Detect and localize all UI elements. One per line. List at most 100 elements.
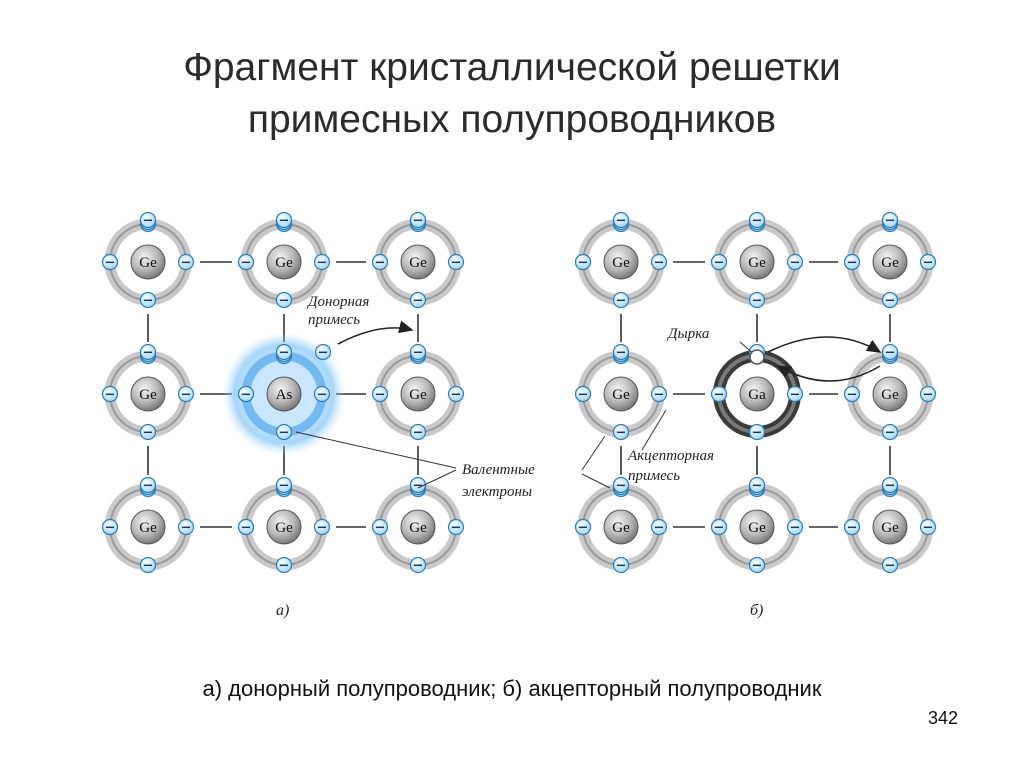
svg-text:−: − <box>413 559 424 574</box>
electron: − <box>313 253 331 271</box>
svg-text:−: − <box>143 559 154 574</box>
electron: − <box>574 253 592 271</box>
electron: − <box>177 385 195 403</box>
svg-text:−: − <box>317 388 328 403</box>
donor-label-line-2: примесь <box>308 312 360 328</box>
electron: − <box>748 476 766 494</box>
electron: − <box>409 291 427 309</box>
ge-atom: Ge−−−−−−− <box>237 476 331 574</box>
atom-symbol: Ge <box>612 255 630 271</box>
svg-text:−: − <box>885 294 896 309</box>
svg-text:−: − <box>654 388 665 403</box>
electron: − <box>409 423 427 441</box>
electron: − <box>612 423 630 441</box>
svg-text:−: − <box>654 521 665 536</box>
electron: − <box>786 253 804 271</box>
hole-arrow-top <box>767 336 882 353</box>
atom-symbol: Ge <box>139 255 157 271</box>
svg-text:−: − <box>279 346 290 361</box>
hole-arrow-bottom <box>776 365 881 382</box>
electron: − <box>237 385 255 403</box>
svg-text:−: − <box>413 426 424 441</box>
electron: − <box>275 476 293 494</box>
ge-atom: Ge−−−−−−− <box>101 211 195 309</box>
ge-atom: Ge−−−−−−− <box>101 476 195 574</box>
acceptor-label-line-1: Акцепторная <box>627 448 714 464</box>
electron: − <box>139 476 157 494</box>
electron: − <box>275 556 293 574</box>
svg-text:−: − <box>143 426 154 441</box>
electron: − <box>710 385 728 403</box>
atom-symbol: Ga <box>748 387 766 403</box>
electron: − <box>919 518 937 536</box>
electron: − <box>275 291 293 309</box>
ge-atom: Ge−−−−−−− <box>710 476 804 574</box>
svg-text:−: − <box>714 521 725 536</box>
electron: − <box>919 253 937 271</box>
svg-text:−: − <box>375 256 386 271</box>
electron: − <box>748 291 766 309</box>
electron: − <box>139 423 157 441</box>
svg-text:−: − <box>375 388 386 403</box>
svg-text:−: − <box>714 388 725 403</box>
electron: − <box>881 291 899 309</box>
atom-symbol: Ge <box>275 520 293 536</box>
svg-text:−: − <box>413 214 424 229</box>
svg-text:−: − <box>885 214 896 229</box>
electron: − <box>313 518 331 536</box>
svg-text:−: − <box>143 346 154 361</box>
electron: − <box>710 253 728 271</box>
svg-text:−: − <box>279 214 290 229</box>
electron: − <box>237 253 255 271</box>
svg-text:−: − <box>317 256 328 271</box>
electron: − <box>139 343 157 361</box>
atom-symbol: Ge <box>881 520 899 536</box>
atom-symbol: Ge <box>409 520 427 536</box>
electron: − <box>612 556 630 574</box>
panel-b-label: б) <box>750 602 763 619</box>
electron: − <box>237 518 255 536</box>
valence-label-line-1: Валентные <box>462 462 535 478</box>
ge-atom: Ge−−−−−−− <box>371 476 465 574</box>
svg-text:−: − <box>923 521 934 536</box>
ge-atom: Ge−−−−−−− <box>843 343 937 441</box>
svg-text:−: − <box>885 426 896 441</box>
svg-text:−: − <box>752 214 763 229</box>
pointer-line <box>581 473 611 489</box>
svg-text:−: − <box>317 521 328 536</box>
electron: − <box>612 476 630 494</box>
electron: − <box>574 518 592 536</box>
electron: − <box>786 518 804 536</box>
electron: − <box>574 385 592 403</box>
atom-symbol: Ge <box>139 387 157 403</box>
electron: − <box>314 343 332 361</box>
hole-marker <box>749 349 765 365</box>
pointer-line <box>641 409 667 451</box>
electron: − <box>101 518 119 536</box>
lattice-bonds <box>147 261 891 528</box>
ge-atom: Ge−−−−−−− <box>574 476 668 574</box>
ge-atom: Ge−−−−−−− <box>710 211 804 309</box>
title-line-1: Фрагмент кристаллической решетки <box>183 46 841 89</box>
electron: − <box>447 518 465 536</box>
atom-symbol: Ge <box>275 255 293 271</box>
electron: − <box>612 211 630 229</box>
electron: − <box>409 556 427 574</box>
label-pointers <box>295 341 757 489</box>
atom-symbol: Ge <box>409 255 427 271</box>
atom-symbol: Ge <box>881 255 899 271</box>
atom-symbol: Ge <box>881 387 899 403</box>
electron: − <box>409 343 427 361</box>
atom-symbol: Ge <box>409 387 427 403</box>
svg-text:−: − <box>790 521 801 536</box>
svg-text:−: − <box>616 479 627 494</box>
electron: − <box>650 518 668 536</box>
electron: − <box>371 253 389 271</box>
electron: − <box>650 385 668 403</box>
electron: − <box>371 385 389 403</box>
electron: − <box>275 343 293 361</box>
svg-text:−: − <box>143 479 154 494</box>
svg-text:−: − <box>241 388 252 403</box>
svg-text:−: − <box>413 346 424 361</box>
svg-text:−: − <box>241 256 252 271</box>
